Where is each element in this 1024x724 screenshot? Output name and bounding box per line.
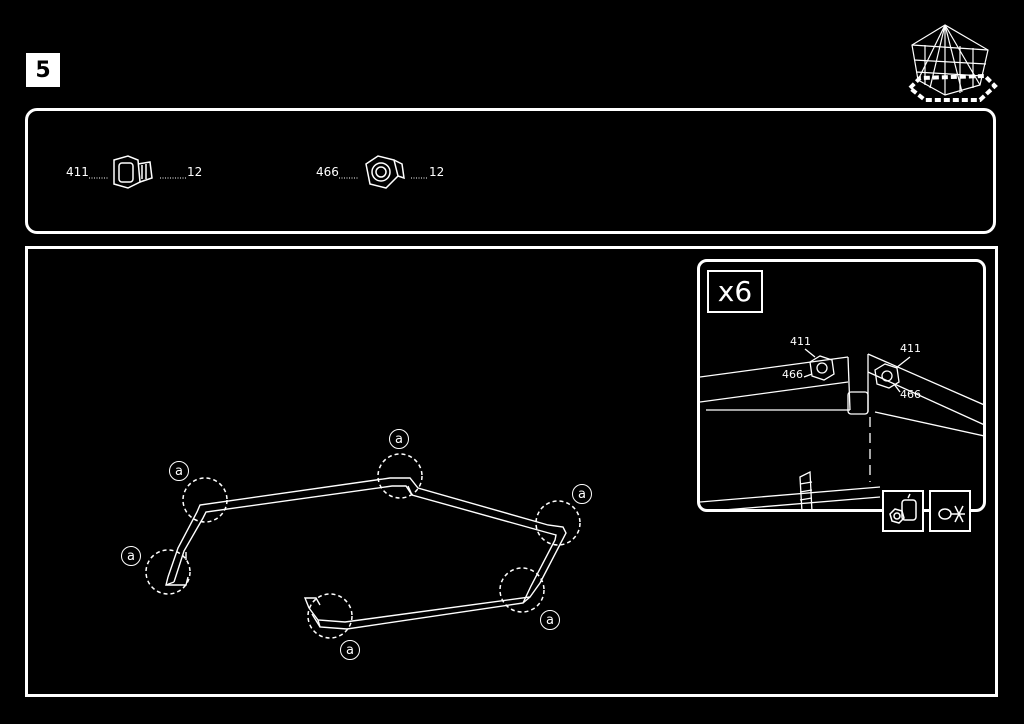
callout-label-a: a [540,610,560,630]
part-qty-411: 12 [187,165,203,179]
assembly-panel [25,246,998,697]
callout-label-a: a [121,546,141,566]
callout-label-a: a [389,429,409,449]
parts-panel [25,108,996,234]
detail-illustration [700,348,983,509]
screwdriver-tool-icon [938,505,965,523]
step-number: 5 [26,53,60,87]
detail-label-411-right: 411 [900,342,921,355]
callout-label-a: a [572,484,592,504]
callout-label-a: a [340,640,360,660]
wrench-tool-box [882,490,924,532]
detail-label-466-left: 466 [782,368,803,381]
part-id-466: 466 [316,165,339,179]
screwdriver-tool-box [929,490,971,532]
detail-label-411-left: 411 [790,335,811,348]
wrench-tool-icon [889,493,917,524]
part-id-411: 411 [66,165,89,179]
callout-label-a: a [169,461,189,481]
detail-label-466-right: 466 [900,388,921,401]
part-qty-466: 12 [429,165,445,179]
repeat-count-badge: x6 [707,270,763,313]
